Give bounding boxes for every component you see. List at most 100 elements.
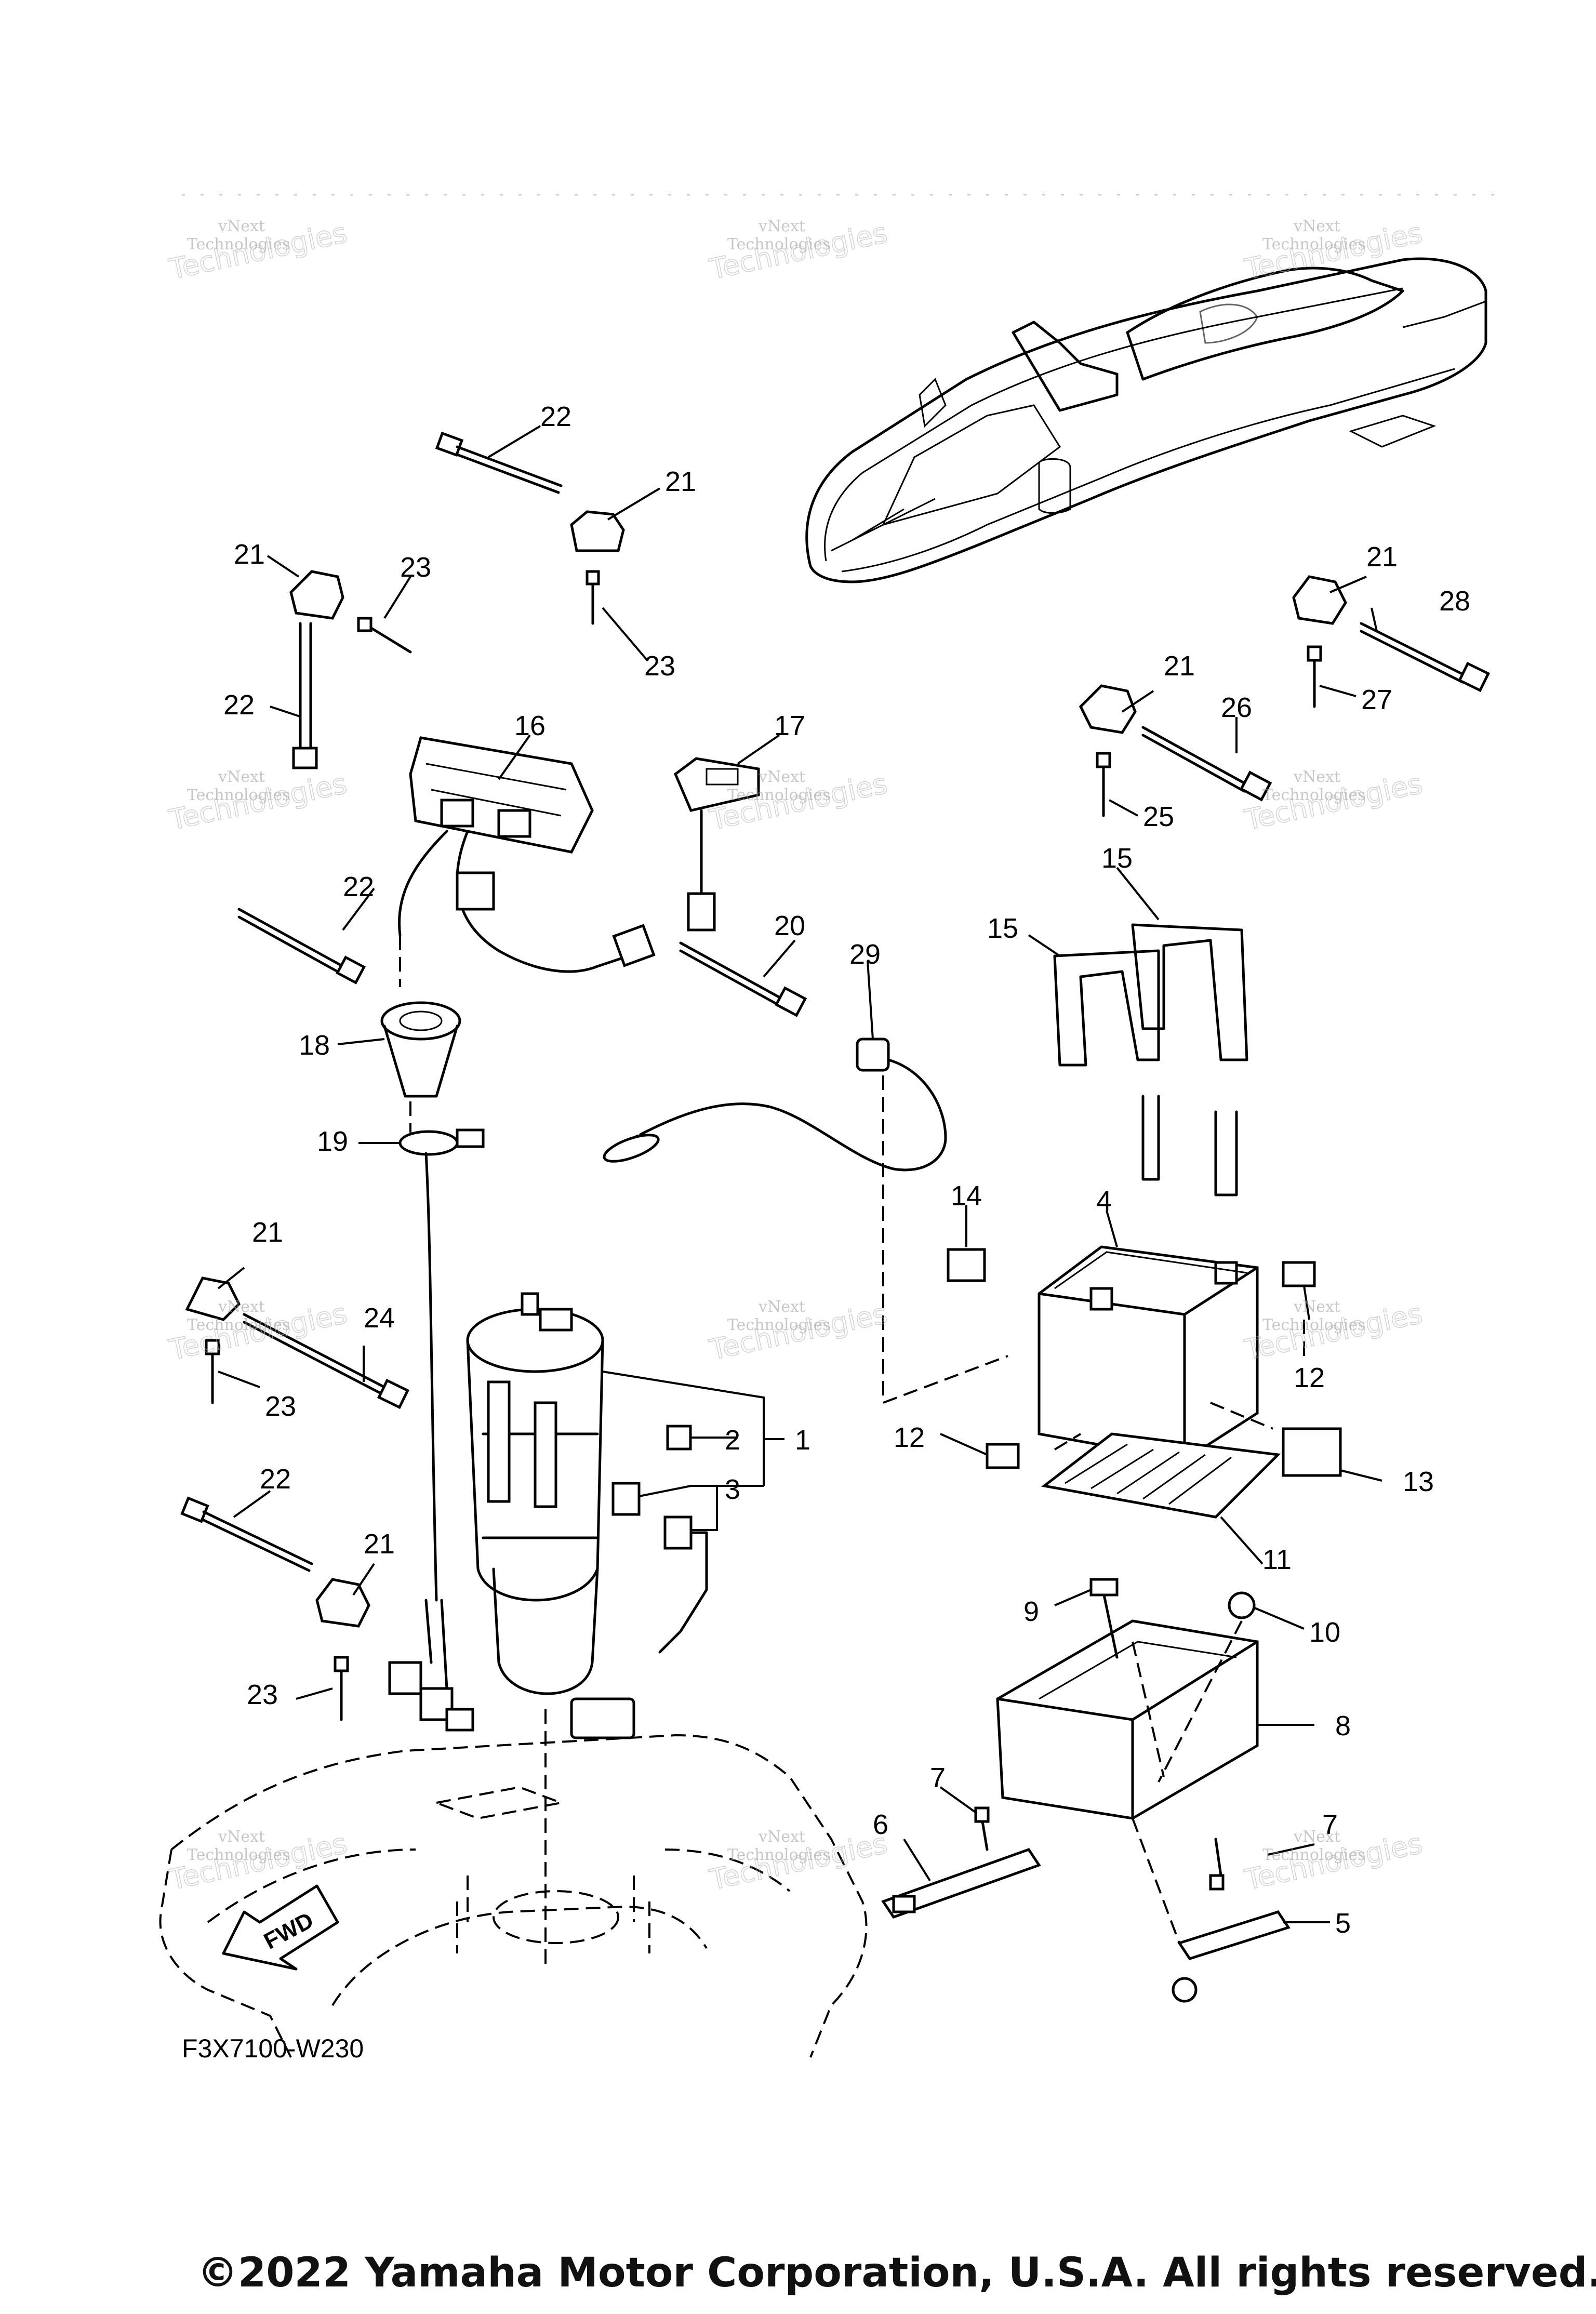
callout-21-top: 21 <box>665 466 696 497</box>
part-29-sensor <box>603 1038 947 1172</box>
callout-17: 17 <box>774 710 805 741</box>
part-26-cable-tie <box>1141 726 1272 802</box>
svg-text:Technologies: Technologies <box>187 786 290 804</box>
callout-16: 16 <box>514 710 546 741</box>
part-1-fuel-pump <box>466 1292 604 1695</box>
svg-text:Technologies: Technologies <box>727 1316 831 1334</box>
callout-2: 2 <box>725 1425 740 1456</box>
part-9-bolt <box>1089 1578 1119 1659</box>
svg-text:Technologies: Technologies <box>727 1846 831 1864</box>
part-19-clamp <box>398 1128 485 1156</box>
svg-text:Technologies: Technologies <box>727 786 831 804</box>
guide-dash-29 <box>882 1075 1008 1404</box>
svg-text:vNext: vNext <box>758 1298 805 1316</box>
callout-11: 11 <box>1262 1544 1292 1575</box>
callout-1: 1 <box>795 1425 810 1456</box>
svg-text:Technologies: Technologies <box>727 235 831 254</box>
callout-13: 13 <box>1403 1466 1434 1497</box>
fwd-arrow: FWD <box>222 1884 339 1971</box>
part-4-battery <box>1038 1245 1259 1461</box>
callout-20: 20 <box>774 910 805 941</box>
part-22-cable-tie-top <box>435 431 563 494</box>
callout-21-lower: 21 <box>364 1528 395 1560</box>
svg-text:vNext: vNext <box>218 768 265 786</box>
callout-21-mid-left: 21 <box>252 1217 283 1248</box>
pump-connector-block <box>570 1697 635 1739</box>
callout-22-left: 22 <box>223 689 255 721</box>
part-15-straps <box>1053 923 1248 1196</box>
fuel-tank-outline <box>159 1734 868 2058</box>
part-7-rivet-right <box>1209 1838 1225 1891</box>
part-22-cable-tie-mid <box>237 908 366 985</box>
part-6-bracket <box>881 1847 1041 1919</box>
svg-text:Technologies: Technologies <box>1262 235 1366 254</box>
wire-harness <box>424 1152 438 1602</box>
part-21-clip-top <box>570 510 625 552</box>
callout-5: 5 <box>1335 1908 1351 1939</box>
callout-23-lower: 23 <box>247 1679 278 1710</box>
svg-text:vNext: vNext <box>218 1828 265 1846</box>
callout-15-right: 15 <box>1101 843 1133 874</box>
svg-text:vNext: vNext <box>758 1828 805 1846</box>
part-23-rivet-top <box>586 570 600 625</box>
svg-text:vNext: vNext <box>1293 768 1340 786</box>
callout-3: 3 <box>725 1474 740 1505</box>
guide-dash-battery <box>1054 1320 1305 1451</box>
callout-23-left: 23 <box>400 552 431 583</box>
callout-21-left: 21 <box>234 539 265 570</box>
part-11-battery-mat <box>1041 1432 1281 1519</box>
callout-10: 10 <box>1309 1617 1340 1648</box>
svg-text:vNext: vNext <box>758 217 805 235</box>
callout-6: 6 <box>873 1809 888 1840</box>
callout-23-mid-left: 23 <box>265 1391 296 1422</box>
callout-27: 27 <box>1361 684 1392 715</box>
guide-dash-box <box>1132 1620 1243 1944</box>
part-23-rivet-mid-left <box>205 1339 220 1404</box>
part-21-clip-mid-left <box>185 1276 241 1321</box>
leader-lines <box>217 425 1382 1923</box>
harness-dash <box>399 935 411 1133</box>
callout-29: 29 <box>849 939 881 970</box>
callout-9: 9 <box>1023 1596 1039 1627</box>
part-22-cable-tie-left <box>292 622 318 769</box>
callout-22-top: 22 <box>540 401 571 432</box>
svg-text:vNext: vNext <box>218 1298 265 1316</box>
callout-22-mid: 22 <box>343 871 374 902</box>
callout-7-left: 7 <box>930 1762 946 1793</box>
callout-7-right: 7 <box>1322 1809 1338 1840</box>
part-13-pad <box>1282 1427 1342 1477</box>
callout-22-lower: 22 <box>260 1464 291 1495</box>
svg-text:Technologies: Technologies <box>1262 1846 1366 1864</box>
part-21-clip-right <box>1079 684 1137 734</box>
callout-19: 19 <box>317 1126 348 1157</box>
callout-4: 4 <box>1096 1186 1112 1217</box>
watercraft-illustration <box>805 257 1487 583</box>
callout-23-top: 23 <box>644 650 675 682</box>
part-17-switch <box>673 757 760 932</box>
svg-text:Technologies: Technologies <box>1262 786 1366 804</box>
part-24-cable-tie <box>243 1313 410 1409</box>
callout-12-right: 12 <box>1294 1362 1325 1393</box>
callout-18: 18 <box>299 1030 330 1061</box>
fwd-label: FWD <box>260 1907 317 1954</box>
connector-harness-bottom <box>388 1599 474 1732</box>
part-25-rivet <box>1096 752 1111 817</box>
part-10-nut <box>1228 1591 1256 1619</box>
part-18-grommet <box>380 1001 461 1098</box>
callout-labels: 22 21 21 23 23 22 16 17 22 20 29 18 19 1… <box>223 401 1470 1939</box>
part-27-rivet <box>1307 645 1322 708</box>
copyright-notice: ©2022 Yamaha Motor Corporation, U.S.A. A… <box>197 2250 1596 2296</box>
svg-text:Technologies: Technologies <box>187 235 290 254</box>
watermark-labels: vNext vNext vNext vNext vNext vNext vNex… <box>218 217 1340 1846</box>
callout-15-left: 15 <box>987 913 1018 944</box>
part-12-pad-left <box>986 1443 1020 1469</box>
part-21-clip-left <box>289 570 344 620</box>
callout-21-far-right: 21 <box>1366 541 1398 573</box>
part-22-cable-tie-lower <box>180 1496 313 1572</box>
part-12-pad-right <box>1282 1261 1316 1287</box>
part-28-cable-tie <box>1360 622 1491 693</box>
callout-28: 28 <box>1439 586 1470 617</box>
svg-text:Technologies: Technologies <box>1262 1316 1366 1334</box>
callout-26: 26 <box>1221 692 1252 723</box>
